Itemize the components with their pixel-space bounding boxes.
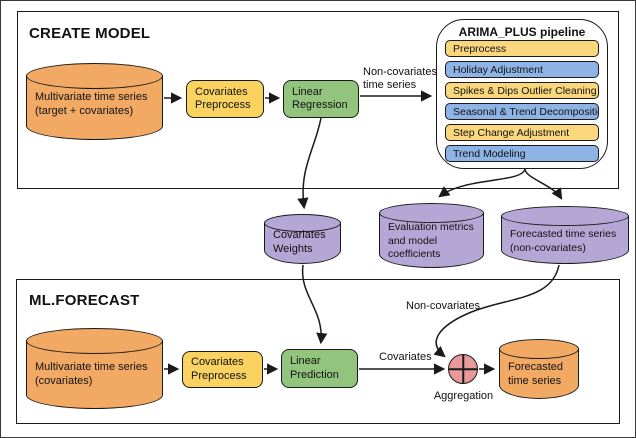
pipeline-step: Step Change Adjustment [445, 124, 599, 141]
aggregation-label: Aggregation [433, 390, 494, 402]
pipeline-step: Trend Modeling [445, 145, 599, 162]
evaluation-metrics-cylinder: Evaluation metrics and model coefficient… [379, 203, 484, 268]
forecasted-time-series-cylinder: Forecasted time series [499, 339, 579, 399]
pipeline-step: Seasonal & Trend Decomposition [445, 103, 599, 120]
cylinder-label: Forecasted time series (non-covariates) [510, 228, 617, 254]
cylinder-label: Multivariate time series (covariates) [35, 361, 148, 387]
arima-plus-pipeline-title: ARIMA_PLUS pipeline [458, 25, 586, 39]
linear-regression-box: Linear Regression [283, 80, 359, 118]
forecasted-noncovariates-cylinder: Forecasted time series (non-covariates) [501, 206, 629, 264]
covariates-preprocess-box-bottom: Covariates Preprocess [182, 351, 263, 388]
multivariate-covariates-cylinder: Multivariate time series (covariates) [26, 328, 163, 409]
pipeline-step: Spikes & Dips Outlier Cleaning [445, 82, 599, 99]
noncovariates-time-series-label: Non-covariates time series [363, 66, 437, 91]
cylinder-label: Multivariate time series (target + covar… [35, 91, 148, 117]
cylinder-label: Forecasted time series [508, 361, 564, 387]
create-model-title: CREATE MODEL [29, 25, 151, 42]
cylinder-label: Covariates Weights [273, 229, 326, 255]
noncovariates-label: Non-covariates [406, 300, 480, 312]
covariates-weights-cylinder: Covariates Weights [264, 214, 341, 264]
multivariate-target-covariates-cylinder: Multivariate time series (target + covar… [26, 63, 163, 140]
pipeline-step: Preprocess [445, 40, 599, 57]
aggregation-circle-plus-icon [448, 354, 478, 384]
linear-prediction-box: Linear Prediction [281, 349, 358, 388]
covariates-label: Covariates [379, 351, 432, 363]
cylinder-label: Evaluation metrics and model coefficient… [388, 221, 474, 260]
cylinder-top [379, 203, 484, 223]
cylinder-top [26, 63, 163, 89]
cylinder-top [26, 328, 163, 354]
cylinder-top [501, 206, 629, 226]
cylinder-top [264, 214, 341, 232]
plus-vertical-line [462, 355, 464, 383]
covariates-preprocess-box-top: Covariates Preprocess [186, 80, 264, 118]
pipeline-step: Holiday Adjustment [445, 61, 599, 78]
cylinder-top [499, 339, 579, 359]
ml-forecast-title: ML.FORECAST [29, 292, 140, 309]
